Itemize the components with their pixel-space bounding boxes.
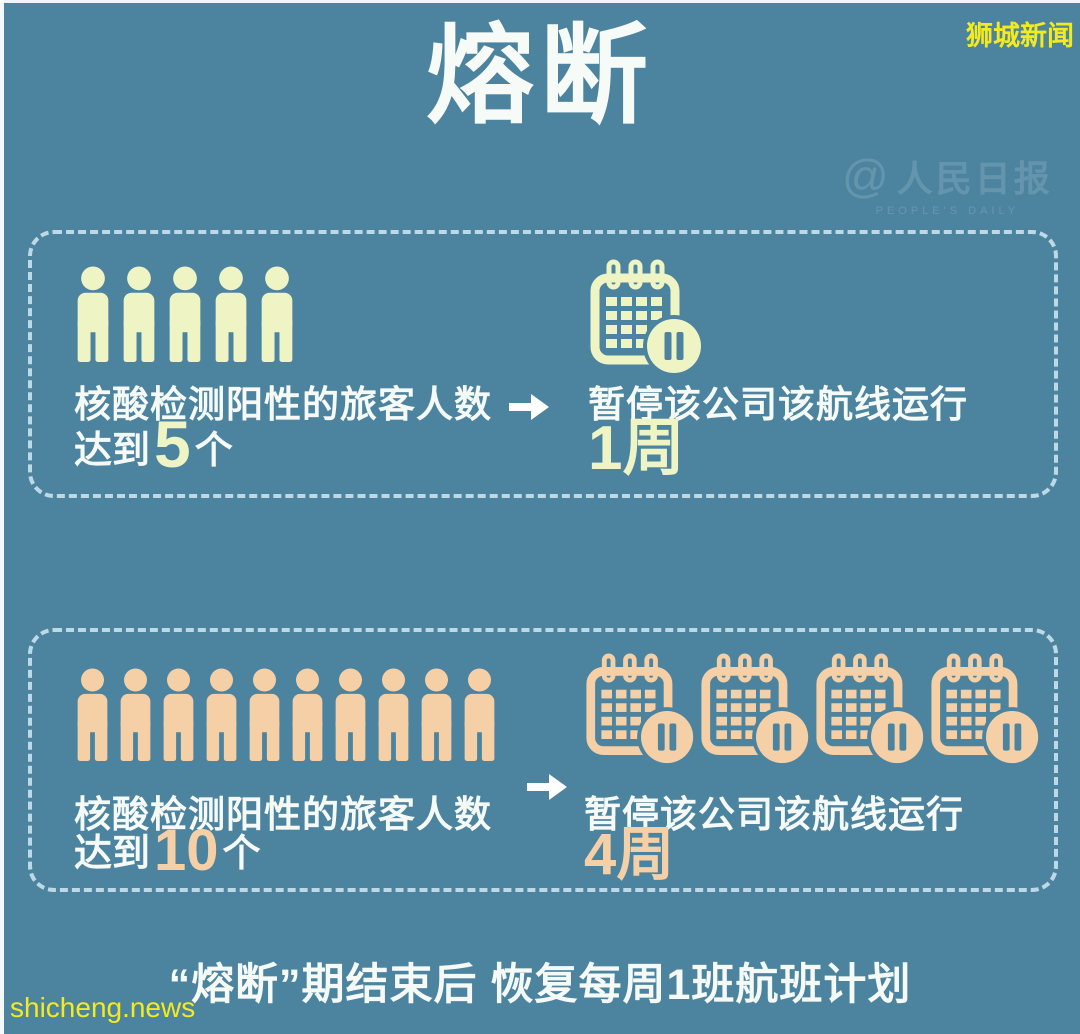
person-icon — [292, 668, 323, 761]
page-title: 熔断 — [425, 15, 654, 136]
top-edge-strip — [0, 0, 1080, 3]
condition-threshold: 达到 10 个 — [74, 818, 261, 883]
person-icon — [77, 668, 108, 761]
threshold-prefix: 达到 — [74, 832, 151, 875]
condition-text: 核酸检测阳性的旅客人数 — [74, 384, 492, 425]
person-icon — [163, 668, 194, 761]
threshold-prefix: 达到 — [74, 430, 151, 473]
watermark-name: 人民日报 — [896, 158, 1053, 199]
people-row — [74, 668, 498, 761]
person-icon — [120, 668, 151, 761]
person-icon — [335, 668, 366, 761]
site-watermark: shicheng.news — [10, 992, 196, 1023]
calendar-pause-icon — [701, 653, 813, 768]
calendar-row — [588, 258, 706, 379]
watermark-subtitle: PEOPLE'S DAILY — [875, 205, 1020, 217]
condition-threshold: 达到 5 个 — [74, 407, 233, 481]
calendar-pause-icon — [816, 653, 928, 768]
calendar-pause-icon — [586, 653, 698, 768]
rule-section-10-cases: 核酸检测阳性的旅客人数 达到 10 个 暂停该公司该航线运行 4周 — [28, 628, 1058, 892]
result-text: 暂停该公司该航线运行 — [588, 384, 968, 425]
person-icon — [206, 668, 237, 761]
brand-top-right: 狮城新闻 — [966, 21, 1074, 51]
people-row — [74, 266, 296, 362]
person-icon — [123, 266, 155, 362]
arrow-right-icon — [527, 774, 567, 800]
suspension-duration: 4周 — [584, 822, 675, 887]
at-logo-icon: @ — [842, 150, 889, 202]
result-text: 暂停该公司该航线运行 — [584, 794, 964, 835]
person-icon — [169, 266, 201, 362]
left-edge-strip — [0, 0, 4, 1034]
person-icon — [464, 668, 495, 761]
calendar-row — [584, 652, 1043, 769]
person-icon — [77, 266, 109, 362]
person-icon — [261, 266, 293, 362]
condition-text: 核酸检测阳性的旅客人数 — [74, 794, 492, 835]
person-icon — [249, 668, 280, 761]
suspension-duration: 1周 — [588, 414, 685, 483]
person-icon — [378, 668, 409, 761]
threshold-suffix: 个 — [222, 832, 261, 875]
threshold-number: 10 — [154, 818, 219, 883]
peoples-daily-watermark: @ 人民日报 PEOPLE'S DAILY — [842, 150, 1053, 217]
threshold-suffix: 个 — [194, 430, 233, 473]
arrow-right-icon — [509, 394, 549, 420]
threshold-number: 5 — [154, 407, 191, 481]
person-icon — [421, 668, 452, 761]
calendar-pause-icon — [590, 259, 705, 377]
person-icon — [215, 266, 247, 362]
rule-section-5-cases: 核酸检测阳性的旅客人数 达到 5 个 暂停该公司该航线运行 1周 — [28, 230, 1058, 498]
calendar-pause-icon — [931, 653, 1043, 768]
watermark-row: @ 人民日报 — [842, 150, 1053, 202]
footer-note: “熔断”期结束后 恢复每周1班航班计划 — [168, 961, 912, 1009]
